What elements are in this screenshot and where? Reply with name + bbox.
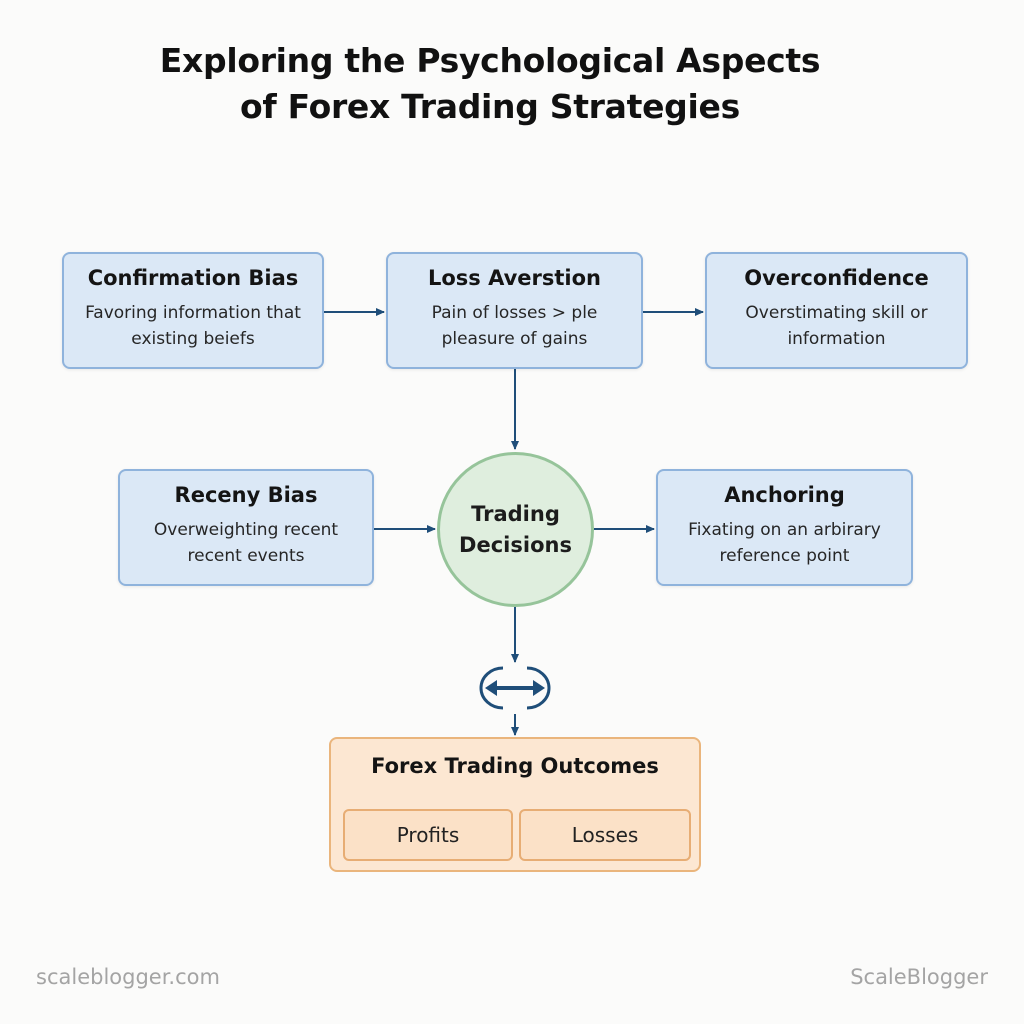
anchoring-heading: Anchoring (724, 483, 845, 507)
recency-bias-desc-line-2: recent events (187, 546, 305, 566)
loss-aversion-heading: Loss Averstion (427, 266, 602, 290)
diagram-title: Exploring the Psychological Aspects of F… (0, 38, 980, 130)
loss-aversion-desc-line-1: Pain of losses > ple (431, 303, 598, 323)
confirmation-bias-desc-line-2: existing beiefs (131, 329, 255, 349)
recency-bias-node: Receny Bias Overweighting recent recent … (118, 469, 374, 586)
footer-site-url: scaleblogger.com (36, 965, 220, 989)
overconfidence-desc-line-2: information (787, 329, 886, 349)
profits-outcome: Profits (343, 809, 513, 861)
loss-aversion-desc-line-2: pleasure of gains (441, 329, 588, 349)
overconfidence-description: Overstimating skill or information (707, 300, 966, 352)
anchoring-description: Fixating on an arbirary reference point (658, 517, 911, 569)
exchange-icon (479, 666, 551, 710)
overconfidence-heading: Overconfidence (744, 266, 929, 290)
overconfidence-node: Overconfidence Overstimating skill or in… (705, 252, 968, 369)
loss-aversion-node: Loss Averstion Pain of losses > ple plea… (386, 252, 643, 369)
confirmation-bias-node: Confirmation Bias Favoring information t… (62, 252, 324, 369)
footer-brand: ScaleBlogger (850, 965, 988, 989)
title-line-1: Exploring the Psychological Aspects (159, 41, 821, 80)
anchoring-node: Anchoring Fixating on an arbirary refere… (656, 469, 913, 586)
confirmation-bias-heading: Confirmation Bias (87, 266, 299, 290)
recency-bias-description: Overweighting recent recent events (120, 517, 372, 569)
outcomes-heading: Forex Trading Outcomes (371, 754, 659, 778)
forex-trading-outcomes-node: Forex Trading Outcomes Profits Losses (329, 737, 701, 872)
loss-aversion-description: Pain of losses > ple pleasure of gains (388, 300, 641, 352)
anchoring-desc-line-2: reference point (719, 546, 850, 566)
title-line-2: of Forex Trading Strategies (240, 87, 740, 126)
confirmation-bias-desc-line-1: Favoring information that (85, 303, 301, 323)
recency-bias-desc-line-1: Overweighting recent (153, 520, 339, 540)
anchoring-desc-line-1: Fixating on an arbirary (688, 520, 881, 540)
trading-decisions-line-2: Decisions (459, 532, 572, 557)
recency-bias-heading: Receny Bias (174, 483, 318, 507)
losses-outcome: Losses (519, 809, 691, 861)
trading-decisions-line-1: Trading (471, 501, 560, 526)
trading-decisions-node: Trading Decisions (437, 452, 594, 607)
confirmation-bias-description: Favoring information that existing beief… (64, 300, 322, 352)
overconfidence-desc-line-1: Overstimating skill or (745, 303, 928, 323)
